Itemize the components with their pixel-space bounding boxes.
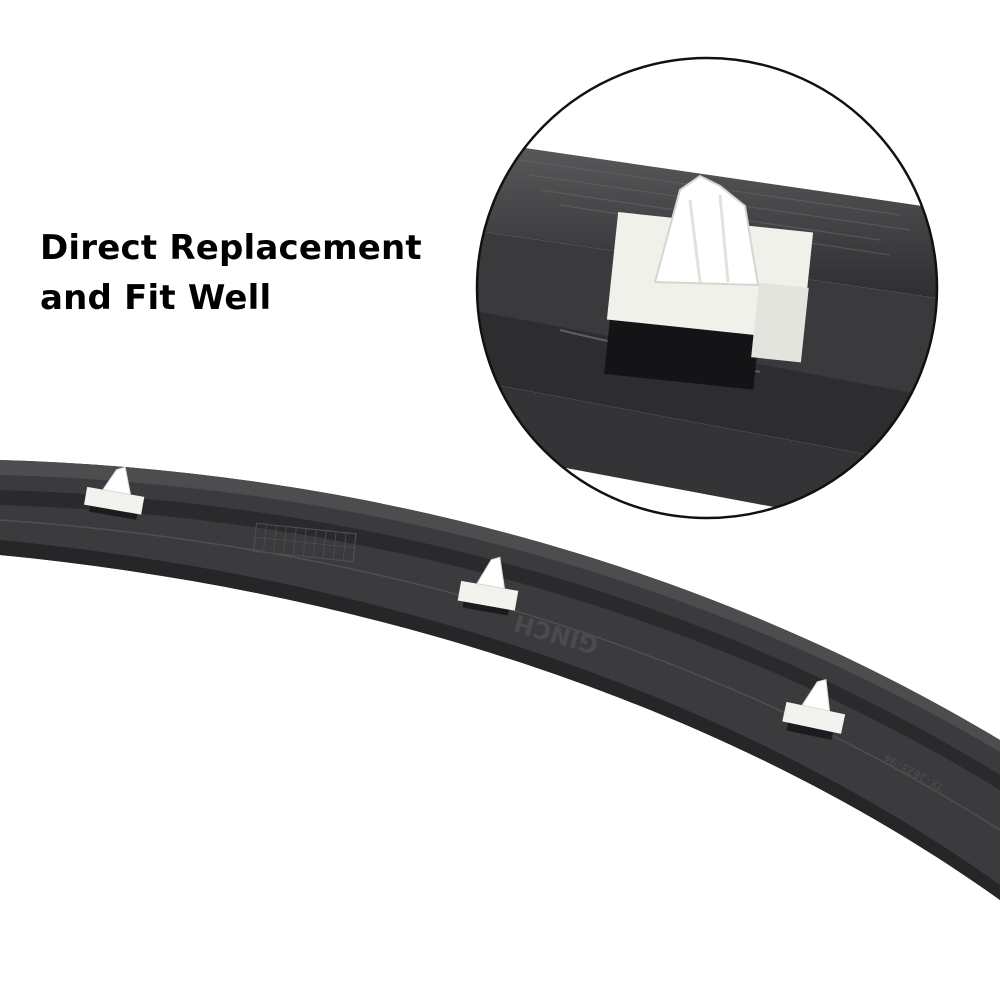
- fastener-clip-zoomed-icon: [604, 174, 814, 390]
- fastener-clip-icon: [782, 678, 846, 741]
- molded-grid-marking: [252, 522, 357, 563]
- headline-line-2: and Fit Well: [40, 278, 272, 318]
- fender-flare-molding: GINCH 7X-3623-94: [0, 460, 1000, 900]
- headline-line-1: Direct Replacement: [40, 228, 422, 268]
- fastener-clip-icon: [84, 466, 145, 520]
- headline-text: Direct Replacement and Fit Well: [40, 223, 422, 323]
- fastener-clip-icon: [457, 556, 519, 616]
- zoom-detail-circle-icon: [475, 56, 939, 520]
